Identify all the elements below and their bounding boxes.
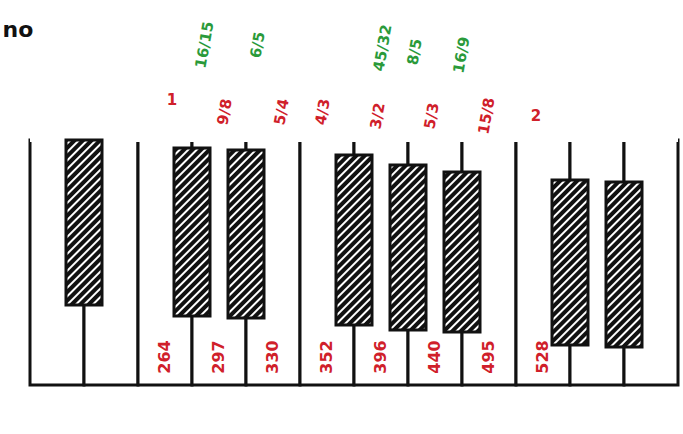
black-key — [66, 140, 102, 305]
scale-ratio: 9/8 — [215, 98, 234, 127]
frequency-number: 297 — [211, 340, 227, 373]
frequency-number: 440 — [427, 340, 443, 373]
key-frequency: 297 — [194, 327, 244, 386]
black-key — [552, 180, 588, 345]
key-frequency: 352 — [302, 327, 352, 386]
key-frequency: 528 — [518, 327, 568, 386]
frequency-number: 396 — [373, 340, 389, 373]
black-key — [228, 150, 264, 318]
frequency-number: 264 — [157, 340, 173, 373]
frequency-number: 330 — [265, 340, 281, 373]
scale-ratio: 3/2 — [368, 102, 387, 131]
interval-ratio: 45/32 — [372, 23, 395, 72]
key-frequency: 264 — [140, 327, 190, 386]
frequency-number: 495 — [481, 340, 497, 373]
black-key — [174, 148, 210, 316]
key-frequency: 396 — [356, 327, 406, 386]
interval-ratio: 6/5 — [248, 31, 267, 60]
interval-ratio: 16/9 — [451, 36, 472, 75]
white-keys — [30, 140, 678, 385]
black-key — [606, 182, 642, 347]
open-top — [30, 138, 678, 142]
key-frequency: 330 — [248, 327, 298, 386]
scale-ratio: 5/4 — [272, 98, 291, 127]
partial-word: no — [3, 19, 34, 41]
scale-ratio: 1 — [167, 93, 177, 108]
scale-ratio: 2 — [531, 109, 541, 124]
interval-ratio: 16/15 — [194, 20, 217, 69]
scale-ratio: 5/3 — [422, 102, 441, 131]
key-frequency: 495 — [464, 327, 514, 386]
black-keys — [66, 140, 642, 347]
interval-ratio: 8/5 — [405, 38, 424, 67]
scale-ratio: 15/8 — [476, 97, 497, 136]
frequency-number: 352 — [319, 340, 335, 373]
black-key — [336, 155, 372, 325]
scale-ratio: 4/3 — [313, 98, 332, 127]
frequency-number: 528 — [535, 340, 551, 373]
black-key — [444, 172, 480, 332]
black-key — [390, 165, 426, 330]
key-frequency: 440 — [410, 327, 460, 386]
